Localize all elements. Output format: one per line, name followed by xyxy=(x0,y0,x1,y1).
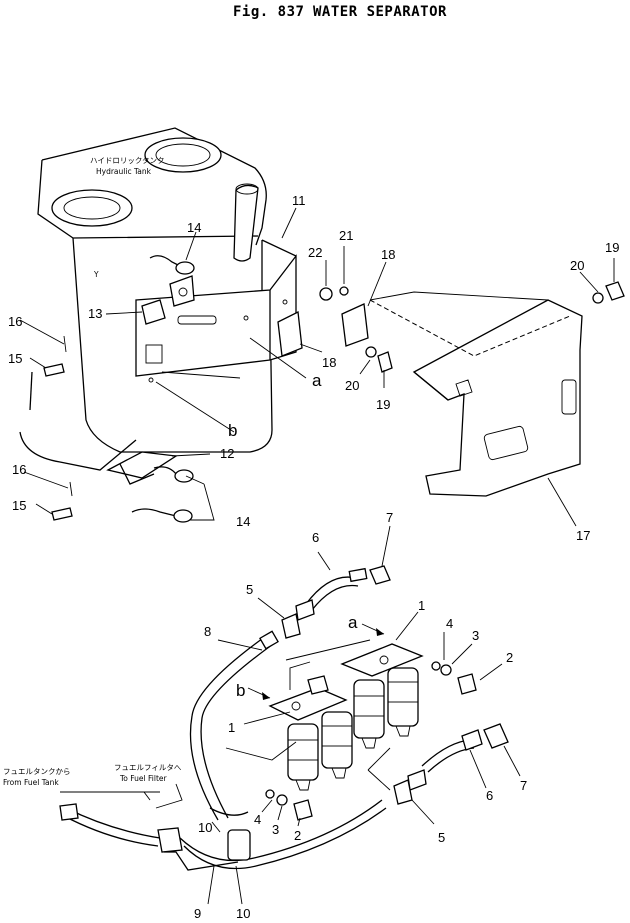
hydraulic-tank: ハイドロリックタンク Hydraulic Tank Y xyxy=(19,127,273,471)
part-label-2-lower: 2 xyxy=(294,828,301,843)
part-number-labels: 11 14 13 16 15 22 21 18 18 20 19 20 19 1… xyxy=(8,193,619,921)
ref-letter-b-top: b xyxy=(228,421,237,440)
hydraulic-tank-label-jp: ハイドロリックタンク xyxy=(90,156,165,165)
figure-number: Fig. 837 xyxy=(233,4,304,20)
from-fuel-tank-label-en: From Fuel Tank xyxy=(3,778,59,787)
part-label-10-upper: 10 xyxy=(198,820,212,835)
part-label-13: 13 xyxy=(88,306,102,321)
hose-6-lower xyxy=(393,723,509,805)
to-fuel-filter-label-en: To Fuel Filter xyxy=(119,774,168,783)
part-label-17: 17 xyxy=(576,528,590,543)
part-label-16-upper: 16 xyxy=(8,314,22,329)
part-label-7-upper: 7 xyxy=(386,510,393,525)
hose-6-upper xyxy=(281,565,391,639)
part-label-14-lower: 14 xyxy=(236,514,250,529)
reference-letters: a b a b xyxy=(228,371,358,700)
ref-letter-b-bottom: b xyxy=(236,681,245,700)
part-label-1-lower: 1 xyxy=(228,720,235,735)
part-label-11: 11 xyxy=(292,193,306,208)
part-label-3-upper: 3 xyxy=(472,628,479,643)
clamp-13 xyxy=(141,299,166,325)
part-label-4-upper: 4 xyxy=(446,616,453,631)
hose-8 xyxy=(189,630,279,821)
part-label-2-upper: 2 xyxy=(506,650,513,665)
part-label-19-right: 19 xyxy=(605,240,619,255)
from-fuel-tank-label-jp: フュエルタンクから xyxy=(3,767,71,776)
part-label-20-lower: 20 xyxy=(345,378,359,393)
part-label-8: 8 xyxy=(204,624,211,639)
part-label-14-upper: 14 xyxy=(187,220,201,235)
part-label-18-upper: 18 xyxy=(381,247,395,262)
lever-14-lower xyxy=(131,466,194,523)
part-label-3-lower: 3 xyxy=(272,822,279,837)
part-label-16-lower: 16 xyxy=(12,462,26,477)
part-label-15-lower: 15 xyxy=(12,498,26,513)
fasteners-upper xyxy=(319,281,625,373)
part-label-20-right: 20 xyxy=(570,258,584,273)
part-label-22: 22 xyxy=(308,245,322,260)
separator-assembly-right xyxy=(340,643,424,749)
part-label-10-lower: 10 xyxy=(236,906,250,921)
separator-assembly-left xyxy=(268,675,353,791)
part-label-7-lower: 7 xyxy=(520,778,527,793)
part-label-4-lower: 4 xyxy=(254,812,261,827)
hardware-2-3-4 xyxy=(265,661,477,821)
bolts-15-pins-16 xyxy=(43,335,73,521)
figure-title: WATER SEPARATOR xyxy=(313,4,447,20)
reference-arrows xyxy=(247,623,385,700)
part-label-5-lower: 5 xyxy=(438,830,445,845)
part-label-6-lower: 6 xyxy=(486,788,493,803)
tank-mark: Y xyxy=(93,270,99,279)
part-label-9: 9 xyxy=(194,906,201,921)
ref-letter-a-top: a xyxy=(312,371,322,390)
hydraulic-tank-label-en: Hydraulic Tank xyxy=(96,167,152,176)
ref-letter-a-bottom: a xyxy=(348,613,358,632)
part-label-18-lower: 18 xyxy=(322,355,336,370)
hinge-18-right xyxy=(341,303,369,347)
leader-lines-upper xyxy=(19,207,615,527)
part-label-12: 12 xyxy=(220,446,234,461)
part-label-19-lower: 19 xyxy=(376,397,390,412)
part-label-15-upper: 15 xyxy=(8,351,22,366)
bracket-11 xyxy=(135,239,297,383)
part-label-1-upper: 1 xyxy=(418,598,425,613)
fuel-line-10 xyxy=(59,799,387,871)
hinge-18-left xyxy=(277,311,303,357)
part-label-21: 21 xyxy=(339,228,353,243)
cover-17 xyxy=(369,291,583,497)
to-fuel-filter-label-jp: フュエルフィルタへ xyxy=(114,763,182,772)
part-label-5-upper: 5 xyxy=(246,582,253,597)
leader-lines-lower xyxy=(60,525,521,905)
part-label-6-upper: 6 xyxy=(312,530,319,545)
lever-14-upper xyxy=(149,255,195,307)
